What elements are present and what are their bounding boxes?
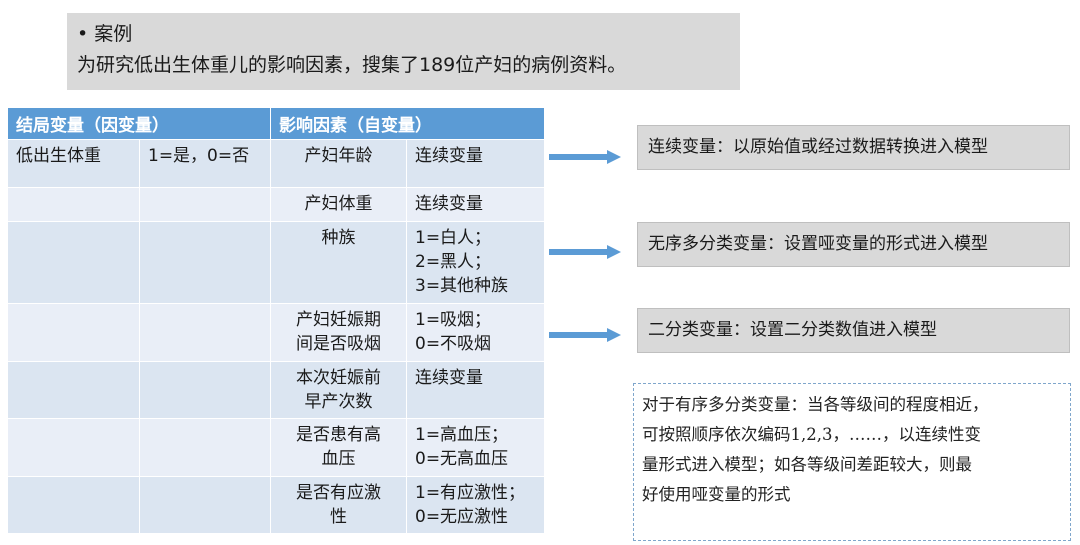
factor-cell: 是否有应激性 <box>270 476 407 534</box>
note-nominal: 无序多分类变量：设置哑变量的形式进入模型 <box>637 222 1070 267</box>
coding-cell: 1=是，0=否 <box>139 139 271 188</box>
variables-table: 结局变量（因变量） 影响因素（自变量） 低出生体重 1=是，0=否 产妇年龄 连… <box>7 107 545 534</box>
outcome-cell <box>7 418 140 477</box>
arrow-right-icon <box>549 328 621 342</box>
factor-cell: 产妇体重 <box>270 187 407 222</box>
arrow-right-icon <box>549 150 621 164</box>
factor-cell: 是否患有高血压 <box>270 418 407 477</box>
table-row: 是否有应激性 1=有应激性；0=无应激性 <box>7 476 545 534</box>
tip-line: 对于有序多分类变量：当各等级间的程度相近， <box>642 395 989 414</box>
table-row: 是否患有高血压 1=高血压；0=无高血压 <box>7 418 545 477</box>
factor-cell: 本次妊娠前早产次数 <box>270 361 407 419</box>
type-cell: 连续变量 <box>406 139 545 188</box>
table-row: 种族 1=白人；2=黑人；3=其他种族 <box>7 221 545 304</box>
coding-cell <box>139 187 271 222</box>
table-row: 低出生体重 1=是，0=否 产妇年龄 连续变量 <box>7 139 545 188</box>
coding-cell <box>139 418 271 477</box>
outcome-cell <box>7 476 140 534</box>
tip-line: 量形式进入模型；如各等级间差距较大，则最 <box>642 455 972 474</box>
factor-cell: 产妇年龄 <box>270 139 407 188</box>
outcome-cell: 低出生体重 <box>7 139 140 188</box>
bullet-icon: • <box>77 23 89 45</box>
coding-cell <box>139 303 271 362</box>
table-row: 本次妊娠前早产次数 连续变量 <box>7 361 545 419</box>
type-cell: 连续变量 <box>406 187 545 222</box>
table-row: 产妇妊娠期间是否吸烟 1=吸烟；0=不吸烟 <box>7 303 545 362</box>
factor-cell: 种族 <box>270 221 407 304</box>
note-continuous: 连续变量：以原始值或经过数据转换进入模型 <box>637 125 1070 170</box>
factor-cell: 产妇妊娠期间是否吸烟 <box>270 303 407 362</box>
case-description: 为研究低出生体重儿的影响因素，搜集了189位产妇的病例资料。 <box>77 54 627 76</box>
header-factors: 影响因素（自变量） <box>270 107 545 140</box>
arrow-right-icon <box>549 245 621 259</box>
type-cell: 1=高血压；0=无高血压 <box>406 418 545 477</box>
tip-line: 可按照顺序依次编码1,2,3，……，以连续性变 <box>642 425 981 444</box>
coding-cell <box>139 361 271 419</box>
tip-line: 好使用哑变量的形式 <box>642 485 791 504</box>
case-title: 案例 <box>94 23 133 45</box>
table-header-row: 结局变量（因变量） 影响因素（自变量） <box>7 107 545 140</box>
table-row: 产妇体重 连续变量 <box>7 187 545 222</box>
ordinal-tip-box: 对于有序多分类变量：当各等级间的程度相近， 可按照顺序依次编码1,2,3，……，… <box>633 383 1071 541</box>
case-heading: • 案例 <box>77 19 730 49</box>
note-binary: 二分类变量：设置二分类数值进入模型 <box>637 308 1070 353</box>
outcome-cell <box>7 361 140 419</box>
type-cell: 1=有应激性；0=无应激性 <box>406 476 545 534</box>
coding-cell <box>139 476 271 534</box>
outcome-cell <box>7 187 140 222</box>
type-cell: 1=吸烟；0=不吸烟 <box>406 303 545 362</box>
type-cell: 连续变量 <box>406 361 545 419</box>
type-cell: 1=白人；2=黑人；3=其他种族 <box>406 221 545 304</box>
outcome-cell <box>7 221 140 304</box>
header-outcome: 结局变量（因变量） <box>7 107 271 140</box>
coding-cell <box>139 221 271 304</box>
outcome-cell <box>7 303 140 362</box>
case-box: • 案例 为研究低出生体重儿的影响因素，搜集了189位产妇的病例资料。 <box>67 13 740 90</box>
